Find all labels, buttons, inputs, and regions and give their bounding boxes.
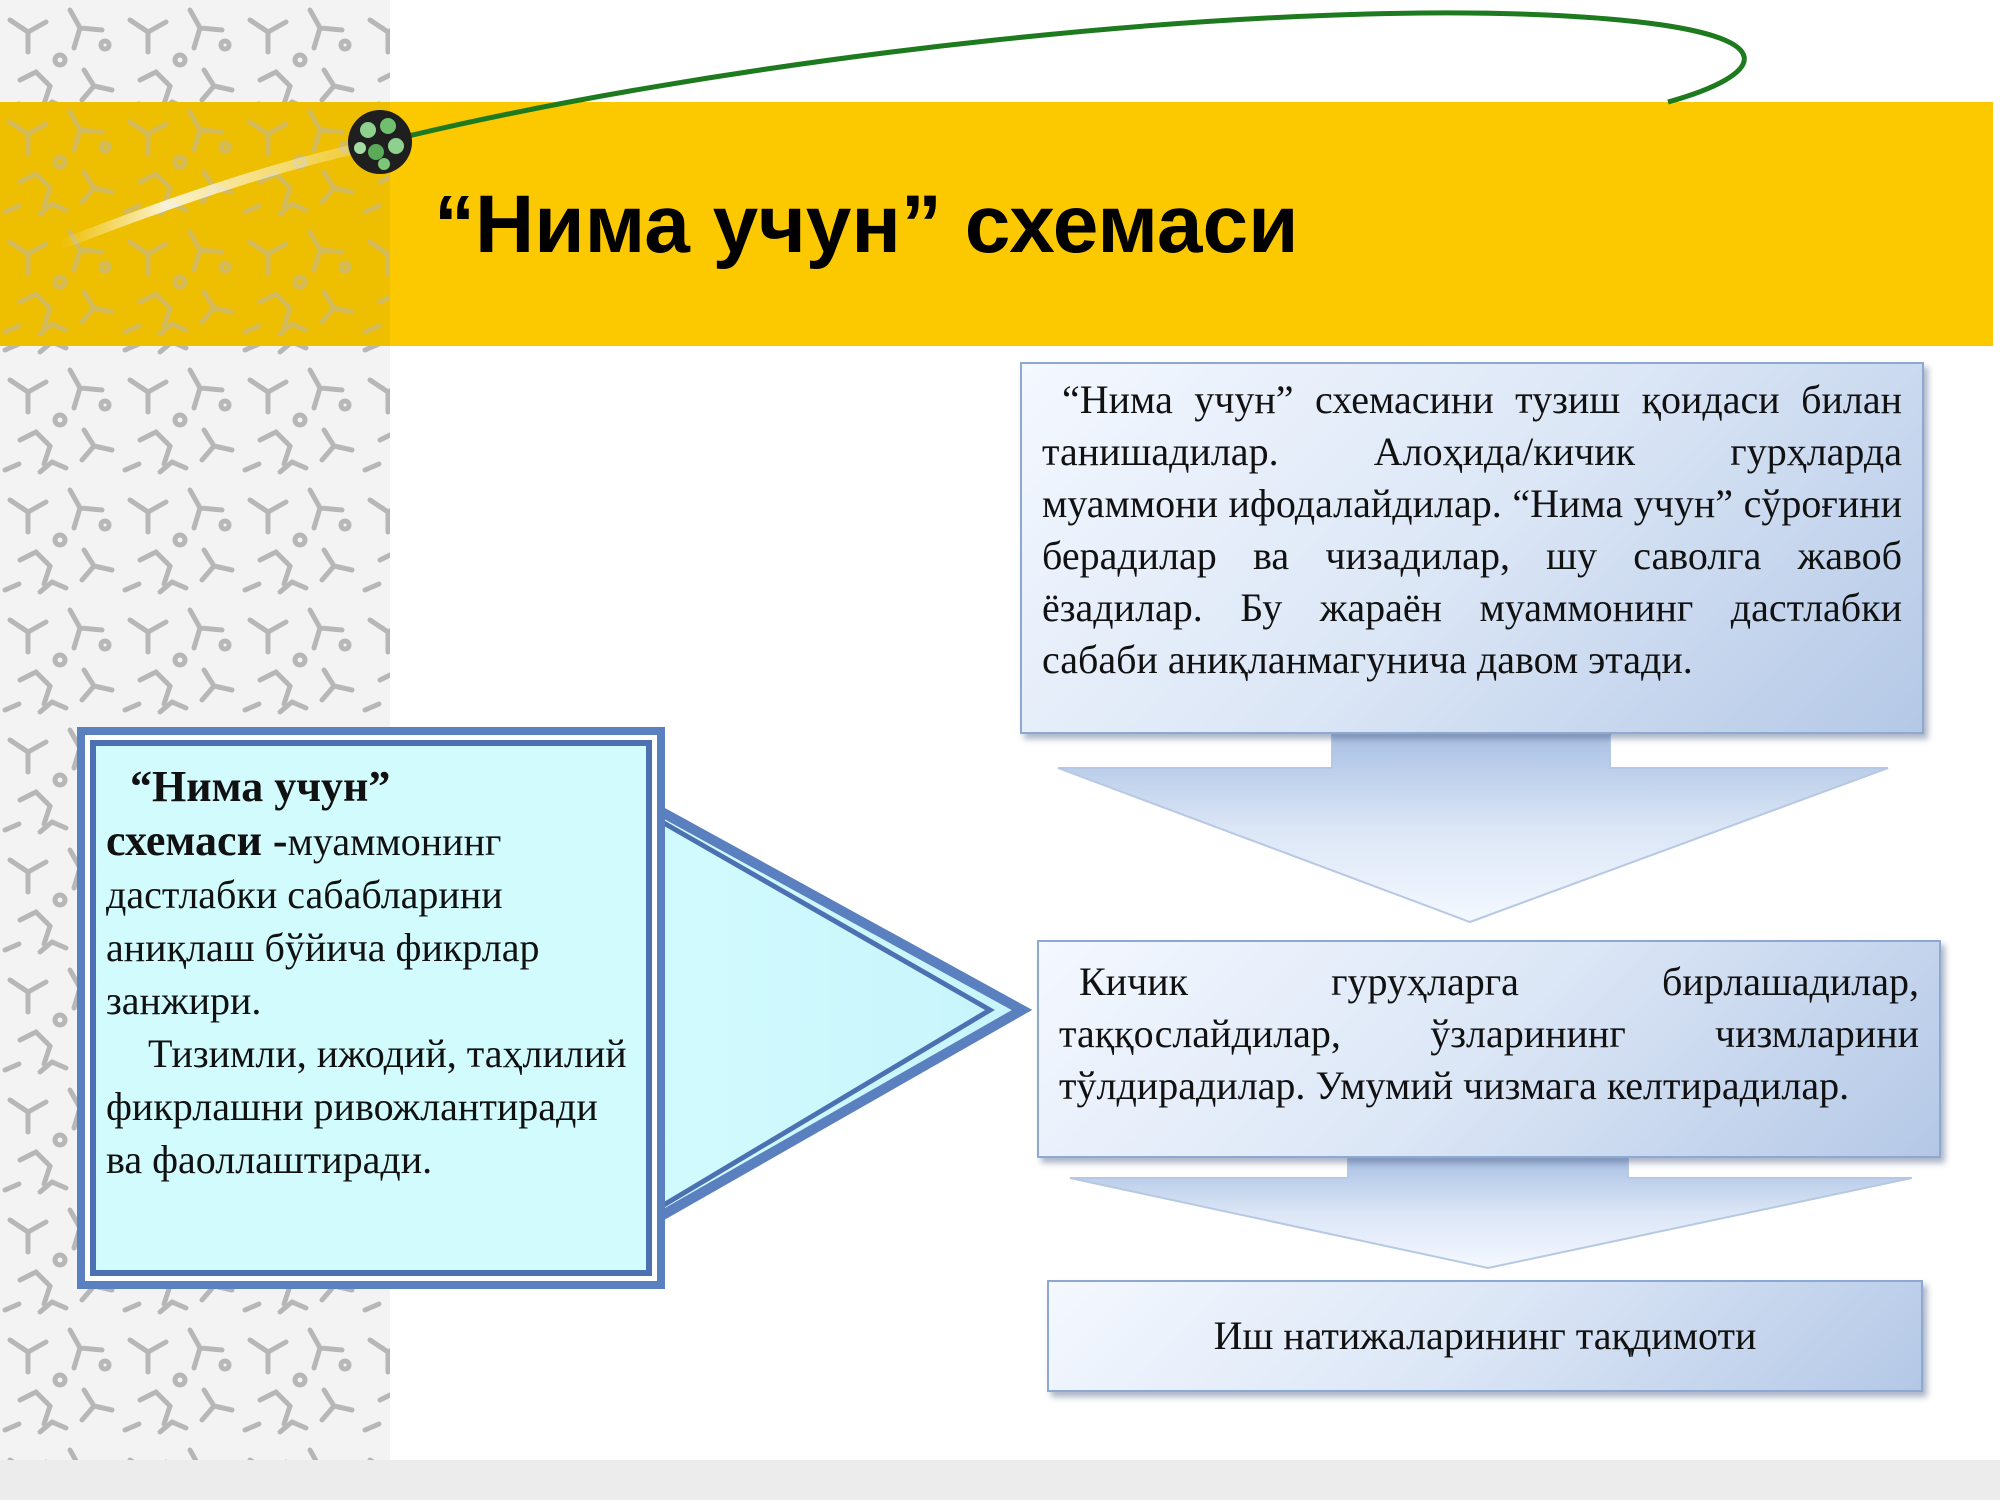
down-arrow-2 bbox=[1069, 1157, 1913, 1270]
slide-title: “Нима учун” схемаси bbox=[434, 179, 1299, 270]
definition-text: “Нима учун” схемаси -муаммонинг дастлабк… bbox=[106, 760, 636, 1186]
definition-inner: “Нима учун” схемаси -муаммонинг дастлабк… bbox=[90, 740, 652, 1276]
step-2-text: Кичик гуруҳларга бирлашадилар, таққослай… bbox=[1059, 959, 1919, 1108]
step-3-text: Иш натижаларининг тақдимоти bbox=[1213, 1313, 1757, 1358]
band-pattern-overlay-icon bbox=[0, 102, 390, 346]
flow-arrows bbox=[635, 733, 1913, 1270]
definition-note: Тизимли, ижодий, таҳлилий фикрлашни риво… bbox=[106, 1031, 627, 1182]
definition-term-line2: схемаси - bbox=[106, 816, 288, 865]
down-arrow-1 bbox=[1057, 733, 1889, 924]
swoosh-decoration-icon bbox=[55, 10, 1747, 250]
definition-term-line1: “Нима учун” bbox=[130, 762, 391, 811]
step-3-box: Иш натижаларининг тақдимоти bbox=[1047, 1280, 1923, 1392]
step-1-box: “Нима учун” схемасини тузиш қоидаси била… bbox=[1020, 362, 1924, 734]
step-2-box: Кичик гуруҳларга бирлашадилар, таққослай… bbox=[1037, 940, 1941, 1158]
molecule-bead-icon bbox=[348, 110, 412, 174]
bottom-bar bbox=[0, 1460, 2000, 1500]
definition-callout: “Нима учун” схемаси -муаммонинг дастлабк… bbox=[77, 727, 665, 1289]
definition-body: муаммонинг дастлабки сабабларини аниқлаш… bbox=[106, 819, 540, 1023]
step-1-text: “Нима учун” схемасини тузиш қоидаси била… bbox=[1042, 377, 1902, 682]
slide: “Нима учун” схемаси “Нима учун” схемасин… bbox=[0, 0, 1993, 1460]
callout-pointer bbox=[635, 791, 1033, 1237]
